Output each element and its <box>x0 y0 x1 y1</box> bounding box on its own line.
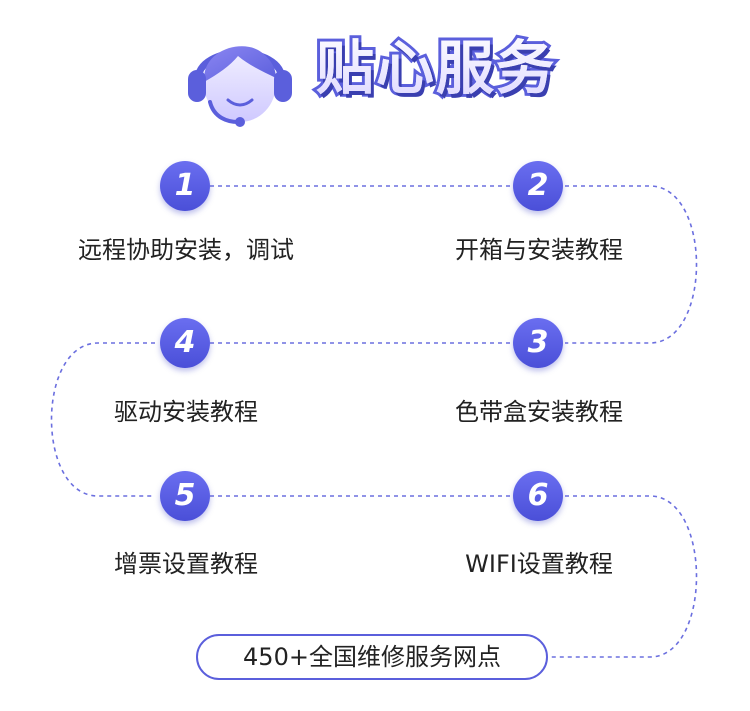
step-3-badge: 3 <box>513 318 563 368</box>
step-4-badge: 4 <box>160 318 210 368</box>
customer-service-headset-icon <box>188 46 292 127</box>
step-1-label: 远程协助安装，调试 <box>78 236 294 264</box>
page-title: 贴心服务 <box>316 28 556 108</box>
step-4-label: 驱动安装教程 <box>114 398 258 426</box>
service-network-badge: 450+全国维修服务网点 <box>196 634 548 680</box>
step-6-badge: 6 <box>513 471 563 521</box>
step-3-label: 色带盒安装教程 <box>455 398 623 426</box>
step-5-label: 增票设置教程 <box>114 550 258 578</box>
step-2-badge: 2 <box>513 161 563 211</box>
step-5-badge: 5 <box>160 471 210 521</box>
step-2-label: 开箱与安装教程 <box>455 236 623 264</box>
title-outline: 贴心服务 <box>313 28 557 108</box>
step-6-label: WIFI设置教程 <box>465 550 613 578</box>
step-1-badge: 1 <box>160 161 210 211</box>
header: 贴心服务 贴心服务 <box>0 0 750 140</box>
